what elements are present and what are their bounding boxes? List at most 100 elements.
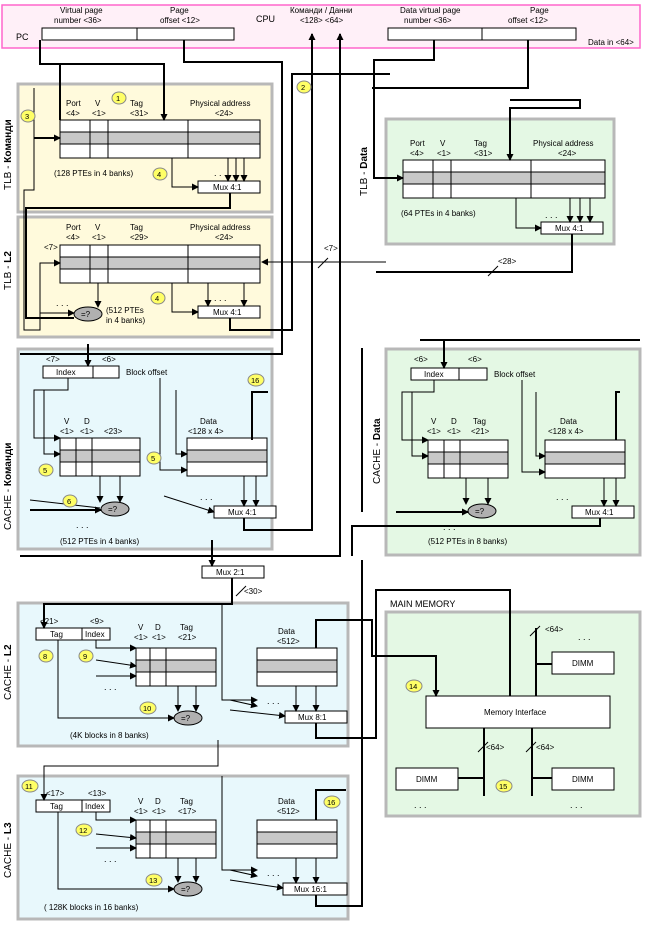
bus-w28: <28> [498, 257, 517, 266]
svg-text:1: 1 [116, 94, 120, 103]
svg-text:<1>: <1> [152, 633, 166, 642]
tlb-l2-w7: <7> [44, 243, 58, 252]
svg-text:3: 3 [25, 112, 29, 121]
cache-data-side-label: CACHE - Data [372, 418, 383, 484]
svg-text:<24>: <24> [215, 233, 234, 242]
svg-text:5: 5 [43, 466, 47, 475]
svg-text:Index: Index [424, 370, 444, 379]
cache-data-index-register [410, 367, 488, 381]
svg-text:. . .: . . . [76, 520, 89, 530]
svg-text:. . .: . . . [56, 298, 69, 308]
svg-text:16: 16 [327, 798, 335, 807]
cmd-data-width: <128> <64> [300, 16, 343, 25]
main-memory-title: MAIN MEMORY [390, 599, 455, 609]
tlb-data-side-label: TLB - Data [359, 147, 370, 196]
cache-l2-side-label: CACHE - L2 [3, 644, 14, 700]
svg-text:Mux 16:1: Mux 16:1 [294, 885, 327, 894]
cmd-data-label: Команди / Данни [290, 6, 352, 15]
svg-text:. . .: . . . [570, 800, 583, 810]
svg-text:<4>: <4> [66, 233, 80, 242]
svg-text:. . .: . . . [556, 492, 569, 502]
badge-14: 14 [405, 679, 423, 693]
cache-data-note: (512 PTEs in 8 banks) [428, 537, 507, 546]
tlb-cmd-v-label: V [95, 99, 101, 108]
svg-text:Data: Data [200, 417, 217, 426]
svg-text:Port: Port [66, 223, 81, 232]
svg-text:9: 9 [83, 652, 87, 661]
svg-text:D: D [155, 623, 161, 632]
svg-text:15: 15 [499, 782, 507, 791]
svg-text:(512 PTEs: (512 PTEs [106, 306, 144, 315]
svg-text:D: D [84, 417, 90, 426]
svg-text:. . .: . . . [414, 800, 427, 810]
svg-text:5: 5 [151, 454, 155, 463]
svg-text:V: V [431, 417, 437, 426]
svg-text:. . .: . . . [545, 210, 558, 220]
svg-text:in 4 banks): in 4 banks) [106, 316, 145, 325]
svg-text:=?: =? [475, 507, 485, 516]
svg-text:V: V [138, 797, 144, 806]
badge-8: 8 [38, 649, 54, 663]
doff-label-2: offset <12> [508, 16, 548, 25]
svg-text:Data: Data [560, 417, 577, 426]
cpu-title: CPU [256, 14, 275, 24]
svg-text:. . .: . . . [267, 868, 280, 878]
badge-2: 2 [296, 80, 312, 94]
svg-text:12: 12 [79, 826, 87, 835]
svg-text:<4>: <4> [410, 149, 424, 158]
svg-text:Index: Index [85, 630, 105, 639]
svg-text:V: V [138, 623, 144, 632]
badge-16b: 16 [323, 795, 341, 809]
svg-text:Tag: Tag [130, 223, 143, 232]
tlb-cmd-port-label: Port [66, 99, 81, 108]
tlb-cmd-v-width: <1> [92, 109, 106, 118]
dvpn-label-2: number <36> [404, 16, 452, 25]
svg-text:Block offset: Block offset [126, 368, 168, 377]
svg-text:2: 2 [301, 83, 305, 92]
svg-text:16: 16 [251, 376, 259, 385]
svg-text:<1>: <1> [60, 427, 74, 436]
tlb-cmd-tag-width: <31> [130, 109, 149, 118]
svg-text:DIMM: DIMM [416, 775, 438, 784]
svg-text:Physical address: Physical address [190, 223, 250, 232]
svg-text:<6>: <6> [468, 355, 482, 364]
cache-l3-note: ( 128K blocks in 16 banks) [44, 903, 139, 912]
off-label-1: Page [170, 6, 189, 15]
svg-text:Memory Interface: Memory Interface [484, 708, 547, 717]
badge-1: 1 [111, 91, 127, 105]
svg-text:Block offset: Block offset [494, 370, 536, 379]
pc-label: PC [16, 32, 29, 42]
svg-text:13: 13 [149, 876, 157, 885]
svg-text:6: 6 [67, 497, 71, 506]
svg-text:Port: Port [410, 139, 425, 148]
svg-text:. . .: . . . [200, 492, 213, 502]
svg-text:8: 8 [43, 652, 47, 661]
svg-text:<23>: <23> [104, 427, 123, 436]
vpn-label-1: Virtual page [60, 6, 103, 15]
svg-text:<1>: <1> [134, 807, 148, 816]
svg-text:. . .: . . . [214, 293, 227, 303]
svg-text:. . .: . . . [104, 682, 117, 692]
badge-3: 3 [20, 109, 36, 123]
svg-text:Data: Data [278, 797, 295, 806]
svg-text:. . .: . . . [214, 168, 227, 178]
cache-l2-address-register [35, 627, 111, 641]
svg-text:DIMM: DIMM [572, 775, 594, 784]
svg-text:<21>: <21> [471, 427, 490, 436]
svg-text:Tag: Tag [180, 797, 193, 806]
svg-text:Tag: Tag [180, 623, 193, 632]
svg-text:<64>: <64> [536, 743, 555, 752]
svg-text:10: 10 [143, 704, 151, 713]
svg-text:Tag: Tag [473, 417, 486, 426]
memory-interface [425, 695, 611, 729]
svg-text:. . .: . . . [578, 632, 591, 642]
svg-text:4: 4 [157, 170, 161, 179]
svg-text:<1>: <1> [80, 427, 94, 436]
svg-text:11: 11 [25, 782, 33, 791]
svg-text:=?: =? [81, 310, 91, 319]
svg-text:Tag: Tag [474, 139, 487, 148]
svg-text:<21>: <21> [178, 633, 197, 642]
badge-10: 10 [139, 701, 157, 715]
tlb-cmd-side-label: TLB - Команди [3, 119, 14, 190]
svg-text:=?: =? [181, 885, 191, 894]
